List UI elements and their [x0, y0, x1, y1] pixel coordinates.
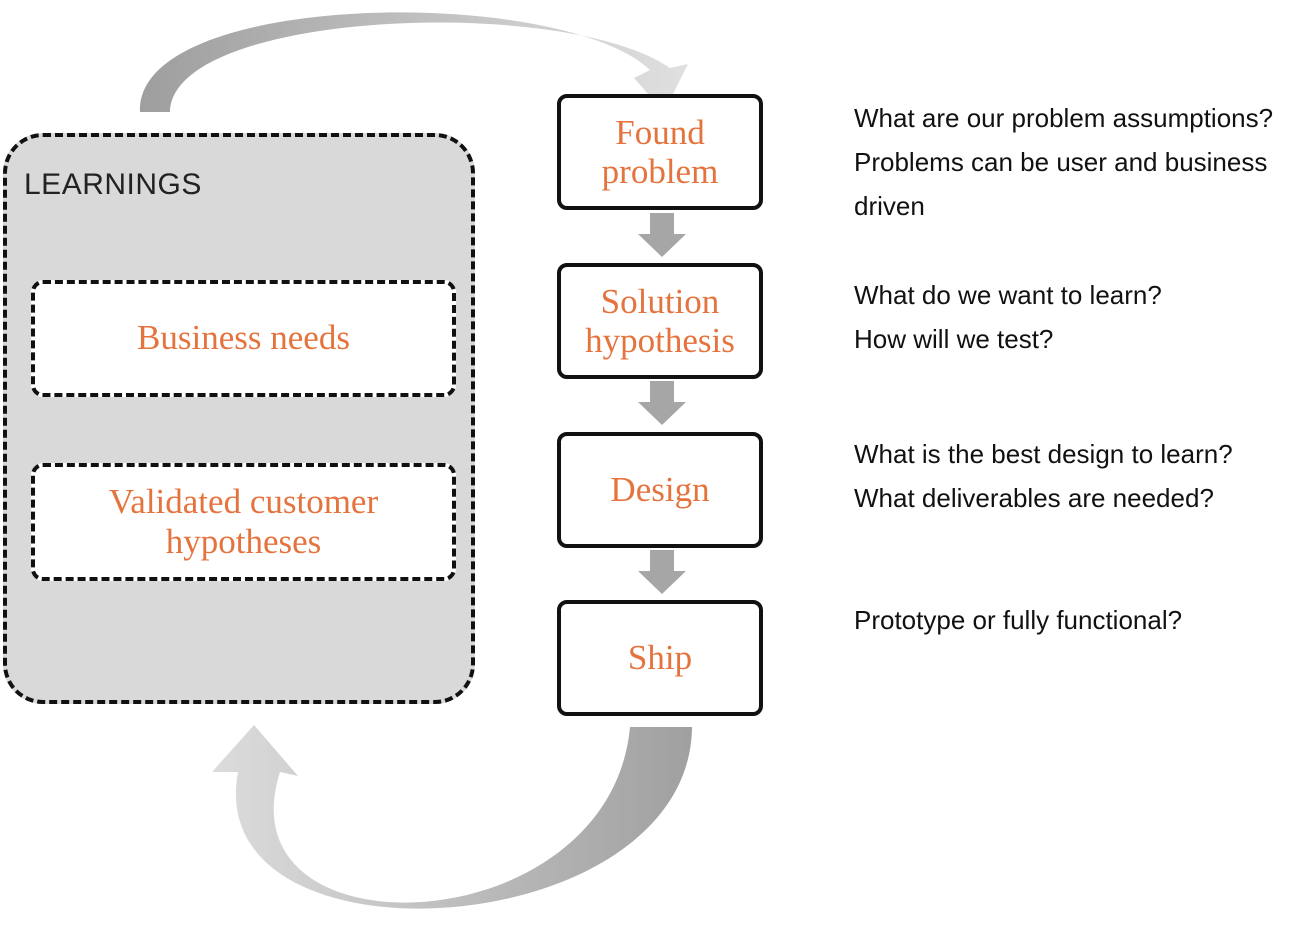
down-arrow-1: [638, 213, 686, 257]
down-arrow-2: [638, 381, 686, 425]
question-line: Prototype or fully functional?: [854, 605, 1183, 635]
step-design: Design: [557, 432, 763, 548]
question-line: Problems can be user and business: [854, 147, 1268, 177]
question-group-hypothesis: What do we want to learn? How will we te…: [854, 273, 1162, 361]
step-solution-hypothesis: Solution hypothesis: [557, 263, 763, 379]
step-ship: Ship: [557, 600, 763, 716]
step-solution-hypothesis-label: Solution hypothesis: [585, 281, 735, 360]
learning-validated-hypotheses: Validated customer hypotheses: [31, 463, 456, 581]
question-line: What do we want to learn?: [854, 280, 1162, 310]
question-line: How will we test?: [854, 324, 1054, 354]
step-ship-label: Ship: [627, 638, 693, 678]
loop-arrow-top: [139, 12, 688, 112]
question-line: What are our problem assumptions?: [854, 103, 1274, 133]
question-group-ship: Prototype or fully functional?: [854, 598, 1182, 642]
question-group-problem: What are our problem assumptions? Proble…: [854, 96, 1273, 228]
question-line: What is the best design to learn?: [854, 439, 1233, 469]
loop-arrow-bottom: [212, 725, 692, 909]
learnings-title: LEARNINGS: [24, 168, 202, 201]
down-arrow-3: [638, 550, 686, 594]
learnings-panel: [3, 133, 475, 704]
question-group-design: What is the best design to learn? What d…: [854, 432, 1233, 520]
learning-business-needs: Business needs: [31, 280, 456, 397]
step-found-problem-label: Found problem: [601, 112, 719, 191]
step-design-label: Design: [610, 470, 710, 510]
question-line: driven: [854, 191, 925, 221]
question-line: What deliverables are needed?: [854, 483, 1214, 513]
step-found-problem: Found problem: [557, 94, 763, 210]
